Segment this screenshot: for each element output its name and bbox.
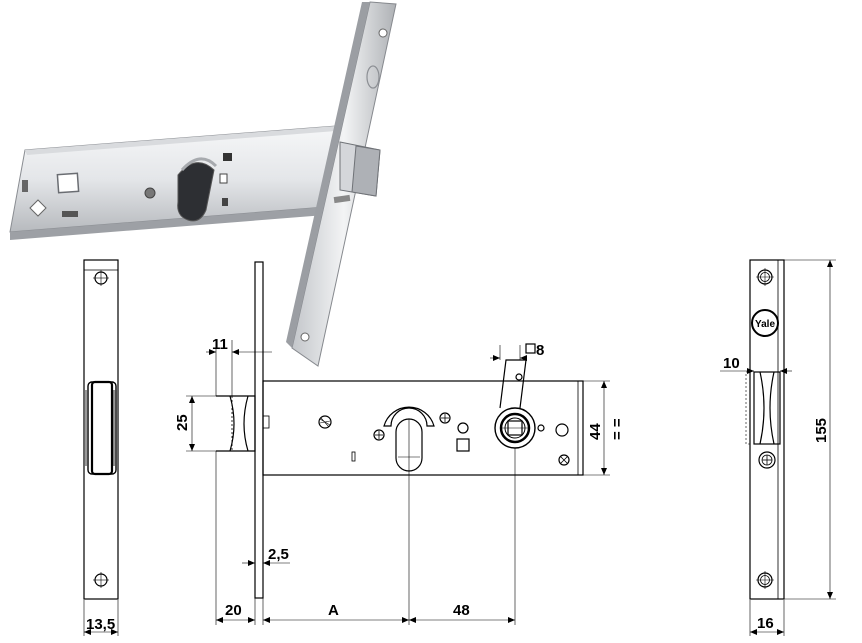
small-square-slot (223, 153, 232, 161)
screw-hole (144, 187, 156, 199)
dim-2-5: 2,5 (242, 546, 290, 566)
latch-spring-pin (333, 194, 351, 204)
center-front-view (215, 261, 584, 625)
dim-155-label: 155 (813, 418, 830, 443)
cylinder-cutout (177, 162, 215, 222)
dim-25-label: 25 (174, 414, 191, 431)
dim-20-label: 20 (225, 602, 242, 619)
dim-13-5-label: 13,5 (86, 616, 115, 633)
dim-11: 11 (206, 336, 272, 396)
dim-11-label: 11 (212, 336, 228, 353)
dim-8-label: 8 (536, 342, 544, 359)
left-faceplate-view (83, 259, 119, 600)
square-follower-hole (56, 172, 80, 194)
dim-10: 10 (720, 355, 792, 374)
cylinder-cutout-drawing (383, 406, 435, 427)
dim-10-label: 10 (723, 355, 740, 372)
body-screw-lower-right (558, 454, 570, 466)
faceplate-side (286, 2, 370, 348)
cylinder-cutout-rim (180, 157, 218, 172)
dim-44-label: 44 (587, 423, 604, 440)
lever-slot (219, 173, 228, 184)
yale-logo-stamp (366, 65, 380, 89)
right-view-screw (758, 451, 776, 469)
dim-16: 16 (749, 600, 785, 636)
lock-case-bottom-edge (10, 206, 338, 240)
follower-hub (494, 407, 536, 449)
dim-16-label: 16 (757, 615, 774, 632)
right-faceplate-view: Yale (745, 259, 785, 600)
dim-44: 44 = = (583, 380, 626, 476)
body-screw-top (318, 415, 332, 429)
dim-48-label: 48 (453, 602, 470, 619)
dim-A-label: A (328, 602, 339, 619)
body-screw-right (439, 412, 451, 424)
rect-slot (62, 211, 78, 217)
lock-case-top-edge (25, 126, 336, 155)
dim-square-8: 8 (490, 342, 544, 361)
faceplate-top-screw (378, 28, 388, 38)
yale-logo-text: Yale (755, 319, 775, 330)
dim-13-5: 13,5 (83, 600, 119, 636)
dim-bottom-chain: 20 A 48 (216, 598, 515, 625)
side-slot (22, 180, 28, 192)
lock-photo (9, 1, 397, 367)
diamond-slot (29, 199, 47, 217)
tiny-slot (222, 198, 228, 206)
yale-logo: Yale (751, 309, 779, 337)
faceplate-bottom-screw (300, 332, 310, 342)
body-screw-left (373, 429, 385, 441)
dim-2-5-label: 2,5 (268, 546, 289, 563)
latch-bolt-face (351, 145, 381, 197)
dim-equal-label: = = (609, 418, 626, 440)
dim-25: 25 (174, 395, 216, 452)
dim-155: 155 (784, 259, 836, 600)
